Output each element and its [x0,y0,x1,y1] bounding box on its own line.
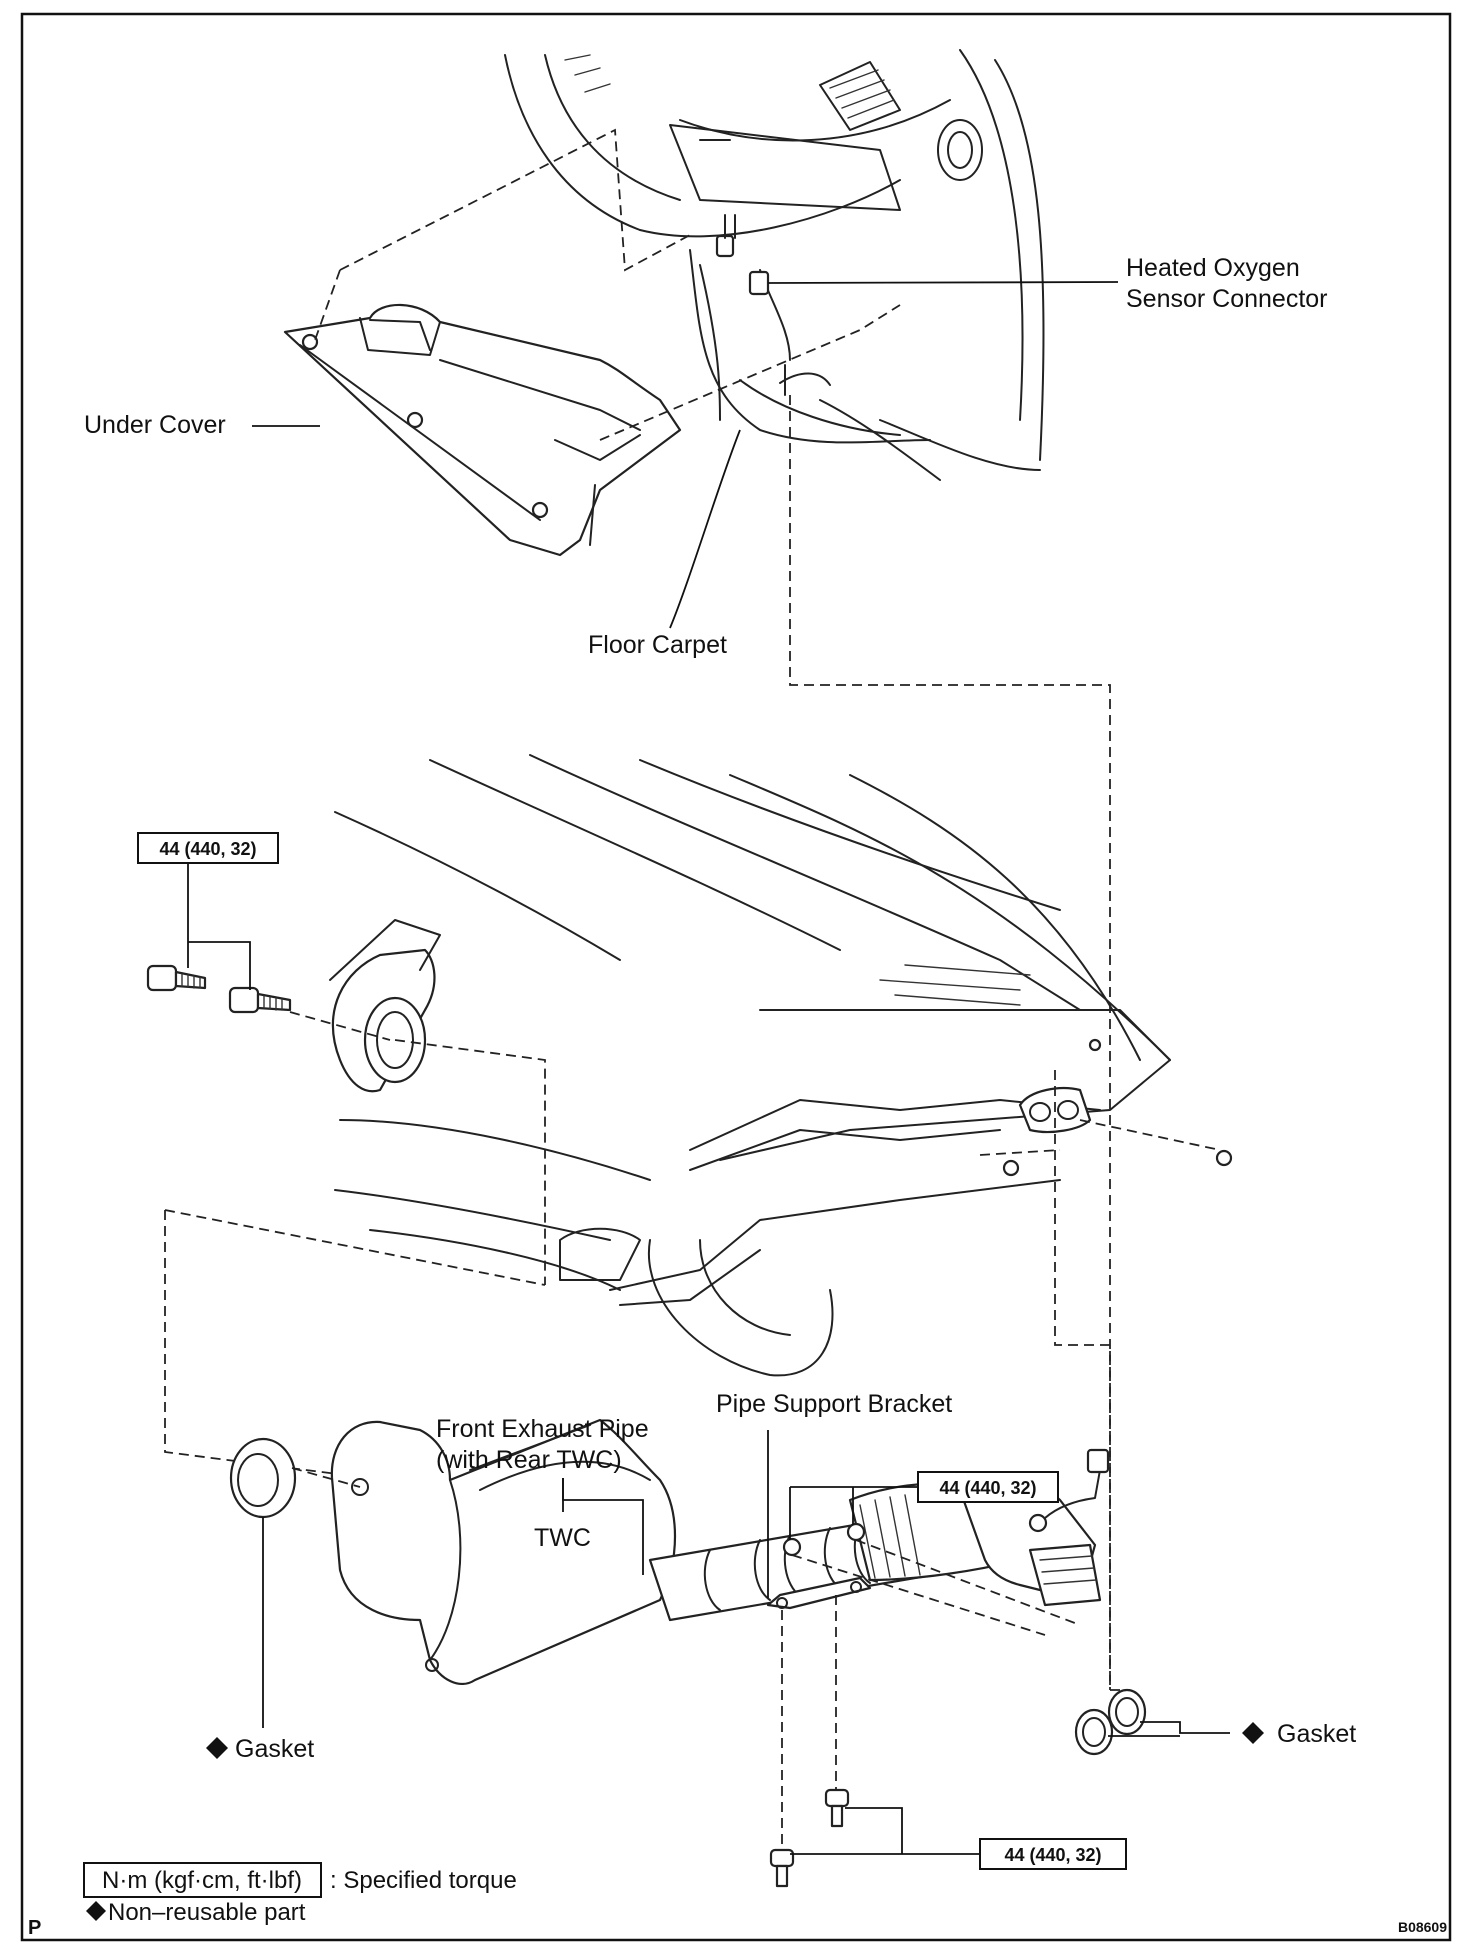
legend-torque-box [83,1862,322,1898]
page-frame [20,12,1452,1942]
diamond-icon [86,1901,106,1921]
front-exhaust-pipe-illustration [229,1418,1147,1888]
pipe-support-bracket-label: Pipe Support Bracket [716,1390,952,1418]
cabin-interior-illustration [283,49,1045,557]
torque-value-front-bolts: 44 (440, 32) [159,839,256,859]
torque-box-bracket-bolts: 44 (440, 32) [979,1838,1127,1870]
twc-label: TWC [534,1524,591,1552]
gasket-left-label: Gasket [235,1735,314,1763]
front-bolts [146,964,292,1014]
legend-torque-unit: N·m (kgf·cm, ft·lbf) [102,1867,302,1894]
underbody-illustration [329,754,1233,1377]
diamond-icon [1242,1722,1264,1744]
front-exhaust-pipe-label-line1: Front Exhaust Pipe [436,1415,649,1443]
figure-code: B08609 [1398,1919,1447,1935]
torque-box-bracket-nuts: 44 (440, 32) [917,1471,1059,1503]
torque-value-bracket-nuts: 44 (440, 32) [939,1478,1036,1498]
diamond-icon [206,1737,228,1759]
torque-boxes: 44 (440, 32) 44 (440, 32) 44 (440, 32) [137,832,1127,1870]
torque-box-front-bolts: 44 (440, 32) [137,832,279,864]
gasket-right-label: Gasket [1277,1720,1356,1748]
middle-dashed-guides [164,999,1221,1690]
front-exhaust-pipe-label-line2: (with Rear TWC) [436,1446,622,1474]
legend: N·m (kgf·cm, ft·lbf) : Specified torque … [83,1862,517,1926]
heated-oxygen-label-line2: Sensor Connector [1126,285,1328,313]
legend-non-reusable: Non–reusable part [108,1899,306,1926]
torque-value-bracket-bolts: 44 (440, 32) [1004,1845,1101,1865]
top-dashed-guides [314,128,1111,1690]
under-cover-label: Under Cover [84,411,226,439]
leader-lines [187,281,1230,1855]
heated-oxygen-label-line1: Heated Oxygen [1126,254,1300,282]
floor-carpet-label: Floor Carpet [588,631,727,659]
part-labels: Heated Oxygen Sensor Connector Under Cov… [84,254,1356,1763]
bottom-dashed-guides [291,1467,1130,1850]
corner-mark: P [28,1917,41,1939]
legend-torque-desc: : Specified torque [330,1867,517,1894]
